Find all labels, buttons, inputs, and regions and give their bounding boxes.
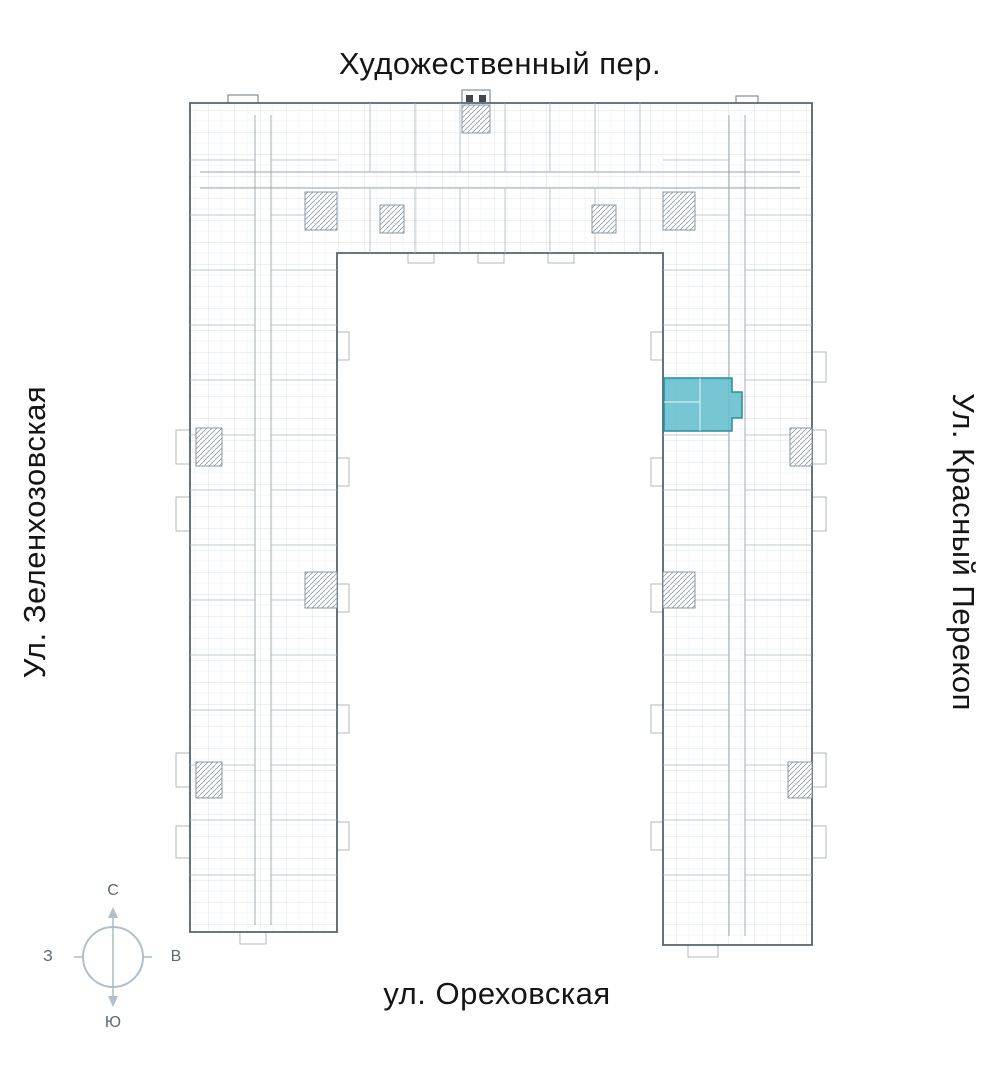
building-outline bbox=[189, 102, 813, 946]
compass-east-label: В bbox=[170, 948, 182, 965]
highlighted-apartment[interactable] bbox=[663, 377, 743, 432]
compass-north-arrow bbox=[108, 907, 118, 918]
highlighted-apartment-room-divider bbox=[664, 378, 701, 431]
compass-graphic bbox=[74, 907, 152, 1007]
corridor-lines bbox=[200, 115, 800, 936]
stair-cores bbox=[195, 104, 813, 799]
compass-south-label: Ю bbox=[104, 1014, 122, 1031]
compass-rose: С Ю З В bbox=[40, 882, 186, 1031]
compass-south-arrow bbox=[108, 996, 118, 1007]
compass-west-label: З bbox=[43, 948, 53, 965]
street-label-top: Художественный пер. bbox=[338, 46, 662, 81]
compass-north-label: С bbox=[107, 882, 119, 899]
street-label-bottom: ул. Ореховская bbox=[383, 976, 611, 1011]
entrance-markers bbox=[466, 95, 486, 102]
